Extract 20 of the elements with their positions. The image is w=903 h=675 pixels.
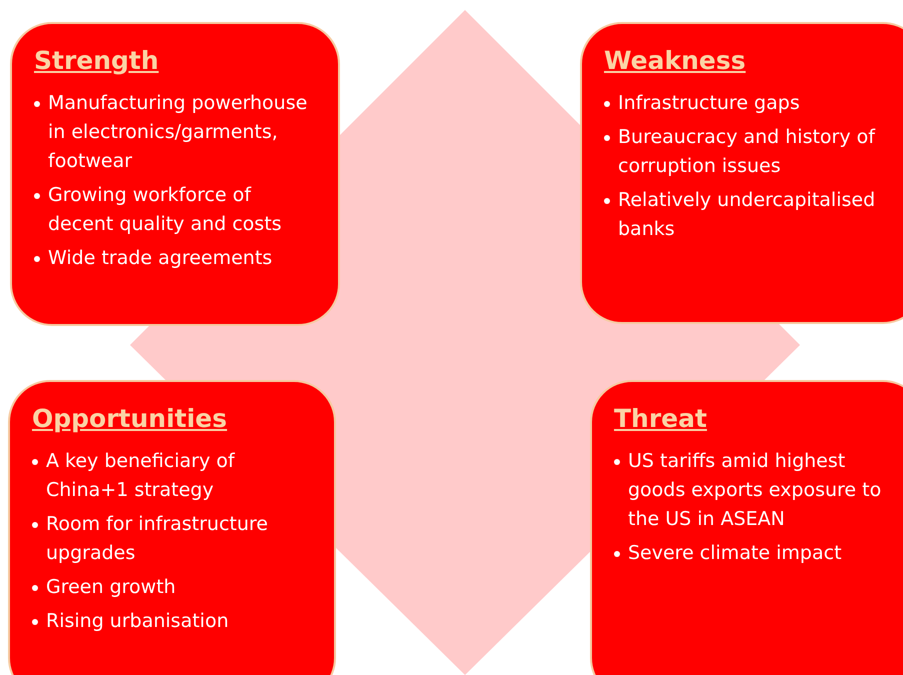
swot-card (10, 22, 340, 326)
bullet-point: Green growth (46, 575, 176, 600)
card-heading: Weakness (604, 46, 746, 75)
card-heading: Threat (614, 404, 707, 433)
bullet-point: Wide trade agreements (48, 246, 272, 271)
bullet-point: Manufacturing powerhouse in electronics/garments, footwear (48, 91, 308, 174)
bullet-point: A key beneficiary of China+1 strategy (46, 449, 236, 503)
card-heading: Opportunities (32, 404, 228, 433)
bullet-point: Growing workforce of decent quality and costs (48, 183, 283, 237)
card-heading: Strength (34, 46, 159, 75)
bullet-point: Rising urbanisation (46, 609, 229, 634)
bullet-point: Relatively undercapitalised banks (618, 188, 876, 242)
bullet-point: Severe climate impact (628, 541, 842, 566)
swot-card (580, 22, 903, 324)
bullet-point: US tariffs amid highest goods exports exposure to the US in ASEAN (628, 449, 882, 532)
bullet-point: Room for infrastructure upgrades (46, 512, 269, 566)
swot-card (8, 380, 336, 675)
swot-card (590, 380, 903, 675)
bullet-point: Infrastructure gaps (618, 91, 800, 116)
bullet-point: Bureaucracy and history of corruption issues (618, 125, 876, 179)
